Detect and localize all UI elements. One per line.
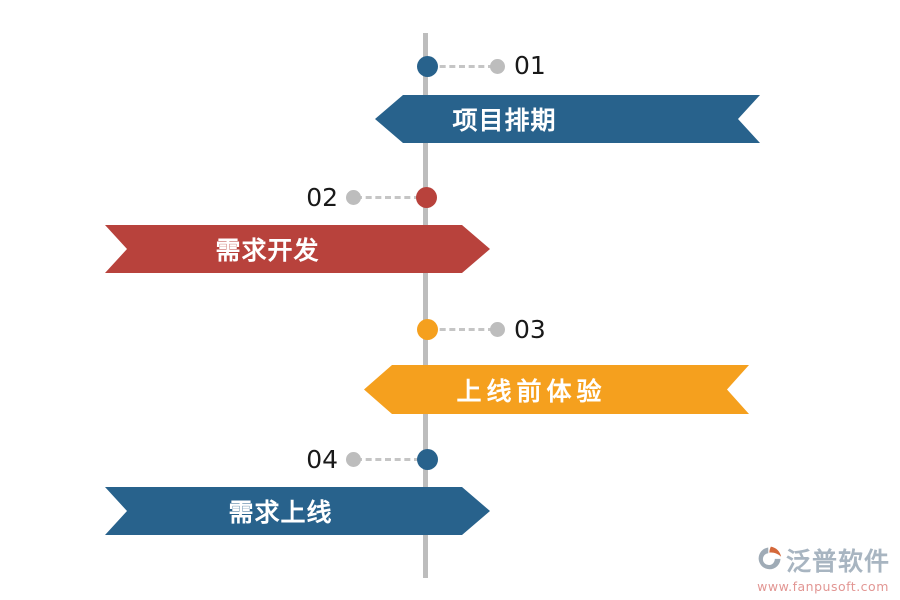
step-number: 04 bbox=[306, 445, 338, 474]
step-ribbon: 需求上线 bbox=[105, 487, 490, 535]
brand-watermark: 泛普软件 www.fanpusoft.com bbox=[753, 542, 893, 594]
step-number: 03 bbox=[514, 315, 546, 344]
step-node-dot bbox=[417, 56, 438, 77]
step-ribbon-label: 上线前体验 bbox=[456, 376, 607, 406]
step-ribbon-label: 需求开发 bbox=[215, 236, 320, 265]
step-ribbon-label: 项目排期 bbox=[452, 106, 557, 135]
brand-url: www.fanpusoft.com bbox=[757, 579, 889, 594]
step-number: 02 bbox=[306, 183, 338, 212]
dashed-connector bbox=[430, 328, 494, 331]
step-number: 01 bbox=[514, 51, 546, 80]
brand-logo-icon bbox=[756, 543, 784, 577]
dashed-connector bbox=[356, 196, 420, 199]
step-node-dot bbox=[417, 319, 438, 340]
step-ribbon: 项目排期 bbox=[375, 95, 760, 143]
connector-end-dot bbox=[490, 322, 505, 337]
brand-name: 泛普软件 bbox=[785, 547, 890, 576]
timeline-axis-line bbox=[423, 33, 428, 578]
connector-end-dot bbox=[346, 190, 361, 205]
step-ribbon: 上线前体验 bbox=[364, 365, 749, 414]
step-ribbon-label: 需求上线 bbox=[228, 498, 333, 527]
step-ribbon: 需求开发 bbox=[105, 225, 490, 273]
dashed-connector bbox=[430, 65, 494, 68]
connector-end-dot bbox=[346, 452, 361, 467]
connector-end-dot bbox=[490, 59, 505, 74]
step-node-dot bbox=[416, 187, 437, 208]
dashed-connector bbox=[356, 458, 420, 461]
step-node-dot bbox=[417, 449, 438, 470]
